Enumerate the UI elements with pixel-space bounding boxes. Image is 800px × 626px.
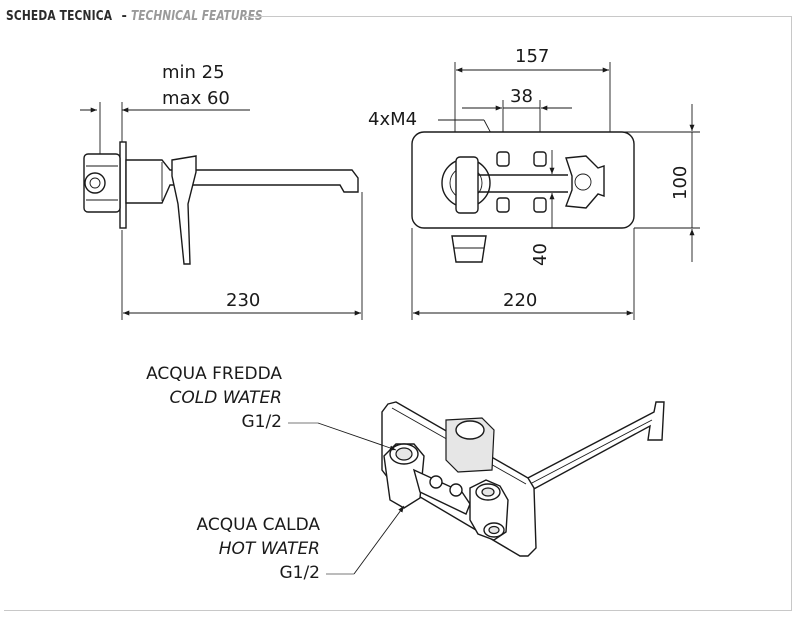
front-screw-boss-1: [496, 151, 510, 167]
front-valve-cartridge: [455, 156, 479, 214]
section-header: SCHEDA TECNICA - TECHNICAL FEATURES: [6, 6, 291, 26]
front-lever: [451, 235, 487, 263]
isometric-view: [381, 401, 665, 557]
iso-screw-1: [429, 475, 443, 489]
side-lever: [171, 155, 197, 265]
front-hot-fitting-hole: [574, 173, 592, 191]
frame-right-rule: [791, 16, 792, 610]
header-separator: -: [121, 8, 127, 24]
frame-top-rule: [242, 16, 792, 17]
hot-water-it: ACQUA CALDA: [197, 515, 321, 535]
front-view: 157 38 4xM4 10: [368, 46, 700, 320]
length-label: 230: [226, 290, 260, 311]
cold-water-size: G1/2: [241, 412, 282, 432]
iso-spout-edge: [529, 419, 653, 485]
dim100-label: 100: [670, 166, 691, 200]
front-screw-boss-3: [496, 197, 510, 213]
cold-water-en: COLD WATER: [169, 388, 282, 408]
side-inlet: [84, 172, 106, 194]
front-screw-boss-2: [533, 151, 547, 167]
side-wall-plate: [119, 141, 127, 229]
screws-label: 4xM4: [368, 109, 417, 130]
iso-bottom-inlet-hole: [488, 525, 500, 535]
cold-water-it: ACQUA FREDDA: [146, 364, 282, 384]
cold-leader: [317, 422, 397, 451]
side-view: min 25 max 60 230: [80, 62, 363, 320]
front-hot-fitting: [565, 155, 605, 209]
header-title: SCHEDA TECNICA: [6, 8, 113, 24]
dim38-label: 38: [510, 86, 533, 107]
side-spout: [125, 159, 359, 204]
dim40-label: 40: [530, 243, 551, 266]
hot-leader: [353, 505, 405, 575]
front-screw-boss-4: [533, 197, 547, 213]
dim220-label: 220: [503, 290, 537, 311]
hot-water-en: HOT WATER: [219, 539, 320, 559]
iso-spout: [522, 401, 665, 491]
wall-max-label: max 60: [162, 88, 230, 109]
hot-water-size: G1/2: [279, 563, 320, 583]
cold-water-callout: ACQUA FREDDA COLD WATER G1/2: [146, 364, 397, 451]
dim157-label: 157: [515, 46, 549, 67]
iso-cold-inlet-hole: [395, 447, 413, 461]
iso-hot-inlet-hole: [481, 487, 495, 497]
header-subtitle: TECHNICAL FEATURES: [130, 8, 263, 24]
hot-water-callout: ACQUA CALDA HOT WATER G1/2: [197, 505, 405, 583]
iso-screw-2: [449, 483, 463, 497]
frame-bottom-rule: [4, 610, 792, 611]
side-inlet-core: [89, 177, 101, 189]
wall-min-label: min 25: [162, 62, 225, 83]
iso-valve-top: [455, 420, 485, 440]
